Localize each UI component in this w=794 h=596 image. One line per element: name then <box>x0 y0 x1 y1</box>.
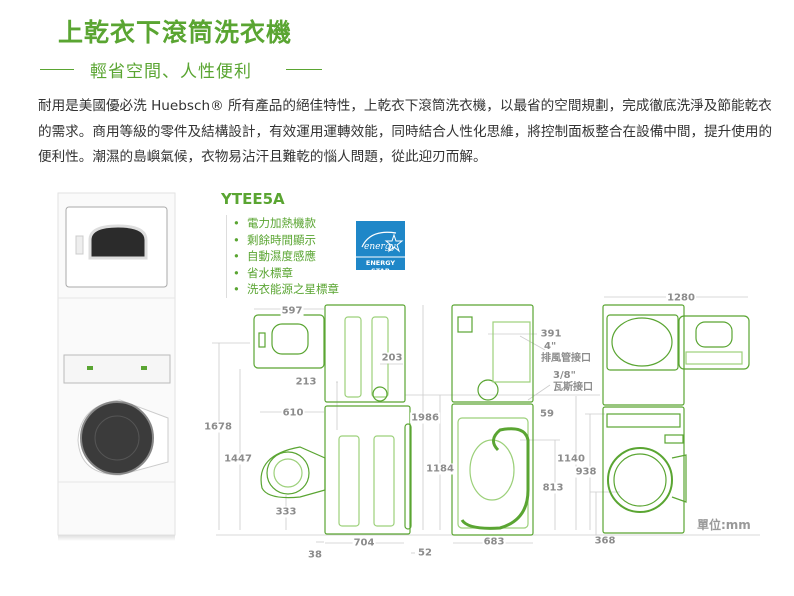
divider-right <box>286 69 322 70</box>
feature-item: 剩餘時間顯示 <box>227 232 339 249</box>
dim-59: 59 <box>539 408 555 420</box>
dim-38: 38 <box>307 549 323 561</box>
dim-938: 938 <box>574 466 598 478</box>
dim-1678: 1678 <box>203 421 233 433</box>
dim-610: 610 <box>281 407 305 419</box>
feature-item: 自動濕度感應 <box>227 248 339 265</box>
exhaust-size: 4" <box>544 341 557 352</box>
page-subtitle: 輕省空間、人性便利 <box>90 62 252 82</box>
dim-813: 813 <box>541 482 565 494</box>
side-view <box>253 304 412 535</box>
gas-size: 3/8" <box>553 370 576 381</box>
unit-label: 單位:mm <box>697 518 751 532</box>
dim-213: 213 <box>294 376 318 388</box>
dim-391: 391 <box>539 328 563 340</box>
energy-star-icon: energy <box>356 231 405 270</box>
dim-368: 368 <box>593 535 617 547</box>
back-view <box>451 304 534 536</box>
dim-704: 704 <box>352 537 376 549</box>
dim-333: 333 <box>274 506 298 518</box>
dim-683: 683 <box>482 536 506 548</box>
dim-52: 52 <box>417 547 433 559</box>
dim-1986: 1986 <box>410 412 440 424</box>
svg-text:energy: energy <box>364 242 397 252</box>
divider-left <box>40 69 74 70</box>
model-name: YTEE5A <box>221 190 285 208</box>
feature-item: 洗衣能源之星標章 <box>227 281 339 298</box>
energy-star-logo: energy ENERGY STAR <box>356 221 405 275</box>
energy-star-label: ENERGY STAR <box>365 259 396 275</box>
intro-paragraph: 耐用是美國優必洗 Huebsch® 所有產品的絕佳特性，上乾衣下滾筒洗衣機，以最… <box>38 98 773 165</box>
dim-1280: 1280 <box>666 292 696 304</box>
dim-1184: 1184 <box>425 463 455 475</box>
feature-item: 省水標章 <box>227 265 339 282</box>
exhaust-label: 排風管接口 <box>541 353 591 364</box>
front-view <box>602 304 750 534</box>
dim-203: 203 <box>380 352 404 364</box>
feature-item: 電力加熱機款 <box>227 215 339 232</box>
dim-1447: 1447 <box>223 453 253 465</box>
dim-1140: 1140 <box>556 453 586 465</box>
gas-label: 瓦斯接口 <box>553 382 593 393</box>
page-title: 上乾衣下滾筒洗衣機 <box>58 18 293 47</box>
feature-list: 電力加熱機款 剩餘時間顯示 自動濕度感應 省水標章 洗衣能源之星標章 <box>226 215 339 298</box>
dim-597: 597 <box>280 305 304 317</box>
